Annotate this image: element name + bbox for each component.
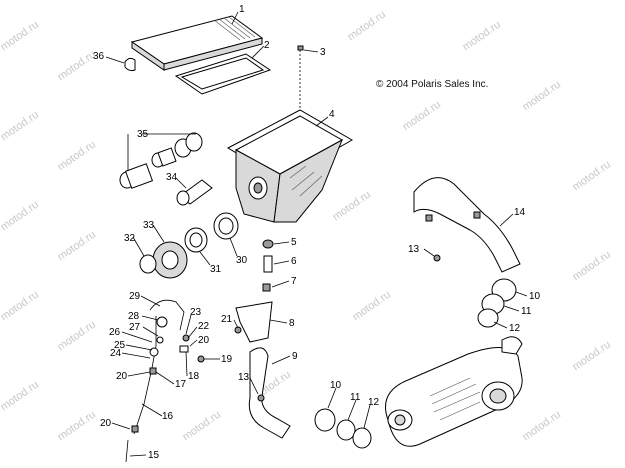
part-adapter <box>152 241 188 279</box>
callout-27: 27 <box>129 322 141 333</box>
callout-6: 6 <box>291 256 297 267</box>
part-airbox-cover <box>130 15 264 71</box>
callout-22: 22 <box>198 321 210 332</box>
callout-11: 11 <box>521 306 532 317</box>
callout-2: 2 <box>264 40 270 51</box>
part-airbox <box>226 109 354 223</box>
part-elbow-tube <box>176 179 213 206</box>
callout-33: 33 <box>143 220 155 231</box>
part-clamp <box>184 227 208 253</box>
part-clamp <box>477 308 499 328</box>
part-clamp <box>352 427 372 449</box>
callout-21: 21 <box>221 314 233 325</box>
part-clamp <box>314 408 336 432</box>
callout-20: 20 <box>198 335 210 346</box>
callout-31: 31 <box>210 264 222 275</box>
part-clamp <box>139 254 157 274</box>
callout-labels: 1 2 3 4 5 6 7 8 9 10 10 11 11 12 12 13 1… <box>93 4 541 461</box>
part-nut <box>262 283 271 292</box>
part-bolt <box>234 326 242 334</box>
callout-29: 29 <box>129 291 141 302</box>
part-grommet <box>262 239 274 249</box>
callout-23: 23 <box>190 307 202 318</box>
part-clutch-cover <box>385 336 523 447</box>
callout-20: 20 <box>100 418 112 429</box>
callout-15: 15 <box>148 450 160 461</box>
part-filter-element <box>174 53 272 95</box>
callout-24: 24 <box>110 348 122 359</box>
callout-26: 26 <box>109 327 121 338</box>
callout-16: 16 <box>162 411 174 422</box>
callout-8: 8 <box>289 318 295 329</box>
callout-25: 25 <box>114 340 126 351</box>
part-clamp <box>336 419 356 441</box>
part-clamp <box>213 212 239 240</box>
callout-7: 7 <box>291 276 297 287</box>
callout-10: 10 <box>330 380 342 391</box>
callout-14: 14 <box>514 207 526 218</box>
part-bracket <box>235 301 273 343</box>
callout-36: 36 <box>93 51 105 62</box>
callout-13: 13 <box>238 372 250 383</box>
part-screw <box>433 254 441 262</box>
copyright-text: © 2004 Polaris Sales Inc. <box>376 79 489 90</box>
part-cooling-duct <box>413 177 521 273</box>
part-clip <box>124 57 136 72</box>
callout-11: 11 <box>350 392 361 403</box>
callout-10: 10 <box>529 291 541 302</box>
part-intake-boot <box>248 347 291 439</box>
callout-1: 1 <box>239 4 245 15</box>
callout-34: 34 <box>166 172 178 183</box>
callout-20: 20 <box>116 371 128 382</box>
part-breather-assembly <box>125 299 205 463</box>
callout-35: 35 <box>137 129 149 140</box>
part-intake-duct <box>119 132 203 189</box>
callout-4: 4 <box>329 109 335 120</box>
callout-12: 12 <box>368 397 380 408</box>
callout-5: 5 <box>291 237 297 248</box>
callout-18: 18 <box>188 371 200 382</box>
part-screw <box>257 394 265 402</box>
callout-19: 19 <box>221 354 233 365</box>
callout-32: 32 <box>124 233 136 244</box>
callout-9: 9 <box>292 351 298 362</box>
callout-28: 28 <box>128 311 140 322</box>
callout-30: 30 <box>236 255 248 266</box>
callout-3: 3 <box>320 47 326 58</box>
callout-12: 12 <box>509 323 521 334</box>
part-spacer <box>263 255 273 273</box>
leader-lines <box>105 11 528 457</box>
part-screw <box>297 45 304 108</box>
callout-17: 17 <box>175 379 187 390</box>
callout-13: 13 <box>408 244 420 255</box>
